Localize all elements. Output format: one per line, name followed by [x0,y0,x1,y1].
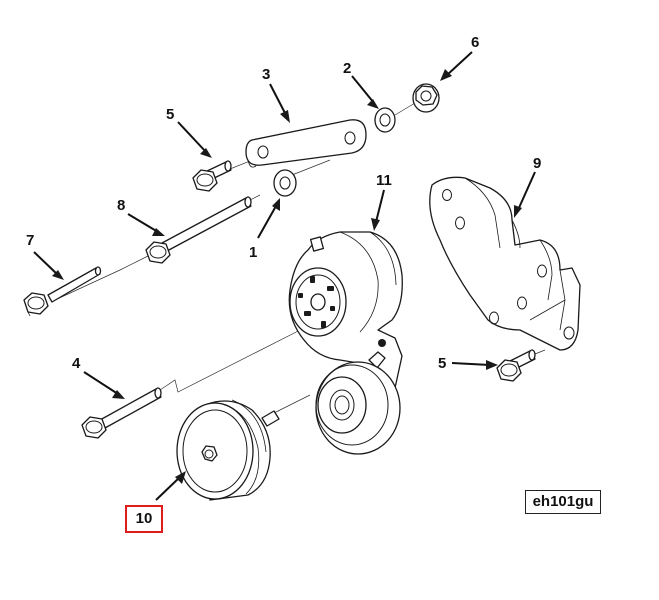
callout-1: 1 [249,244,257,261]
leader-arrows [33,51,536,501]
callout-4: 4 [72,355,81,372]
belt-tensioner-11 [288,231,403,391]
callout-9: 9 [533,155,541,172]
callout-11: 11 [376,172,392,189]
bolt-7 [23,266,102,317]
callout-2: 2 [343,60,351,77]
washer-1 [273,169,297,197]
callout-5-lower: 5 [438,355,446,372]
bolt-8 [145,196,252,264]
callout-7: 7 [26,232,34,249]
flange-nut-6 [412,83,440,113]
tensioner-pulley [315,361,401,455]
highlighted-callout-10: 10 [125,505,163,533]
washer-2 [374,107,396,133]
bolt-4 [81,387,162,439]
bolt-5-lower [496,349,536,382]
link-3 [245,119,367,168]
bolt-5-upper [192,160,232,192]
callout-labels: 1 2 3 4 5 5 6 7 8 9 11 [26,34,541,372]
callout-5-upper: 5 [166,106,174,123]
reference-code-label: eh101gu [525,490,601,514]
callout-8: 8 [117,197,125,214]
bracket-9 [429,176,581,351]
idler-pulley-10 [176,399,280,501]
callout-3: 3 [262,66,270,83]
callout-6: 6 [471,34,479,51]
